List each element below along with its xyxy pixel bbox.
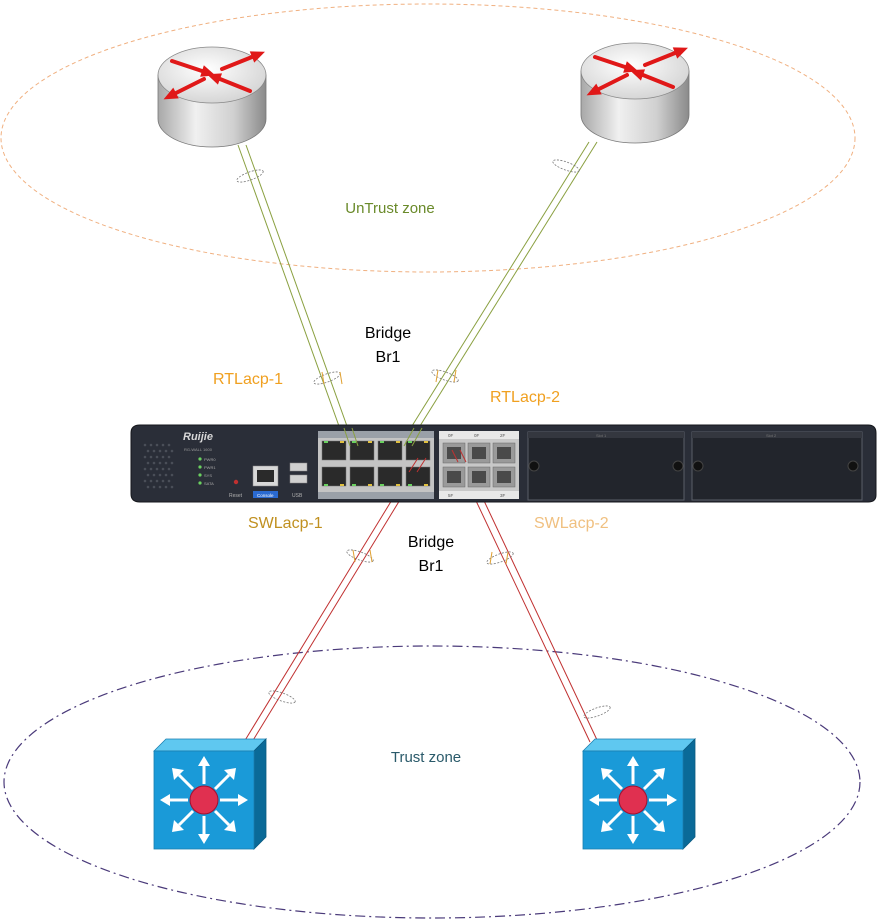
usb-port (289, 462, 308, 472)
reset-label: Reset (229, 493, 243, 499)
status-leds: PWR0 PWR1 SYS SATA (198, 457, 216, 486)
untrust-zone-label: UnTrust zone (345, 200, 434, 217)
usb-port (289, 474, 308, 484)
sfp-top-label: 0F (448, 433, 454, 438)
sfp-port-block (439, 431, 519, 499)
trust-zone-boundary (3, 645, 861, 919)
switch-icon (153, 738, 267, 850)
router-links (237, 141, 598, 443)
led-label: PWR0 (204, 457, 216, 462)
swlacp2-label: SWLacp-2 (534, 515, 609, 532)
lacp-marker-accents (321, 369, 509, 565)
port-link-overlay (343, 427, 467, 473)
console-label-badge (253, 491, 278, 498)
reset-button (233, 479, 239, 485)
slot-label: Slot 1 (596, 433, 607, 438)
bridge-top-label-line1: Bridge (365, 325, 411, 342)
led-label: SATA (204, 481, 214, 486)
sfp-bottom-label: 5F (448, 493, 454, 498)
led-label: PWR1 (204, 465, 216, 470)
rtlacp1-label: RTLacp-1 (213, 371, 283, 388)
bridge-bottom-label-line2: Br1 (419, 558, 444, 575)
bridge-top-label-line2: Br1 (376, 349, 401, 366)
led-label: SYS (204, 473, 212, 478)
router-icon (157, 46, 268, 148)
trust-zone-label: Trust zone (391, 749, 461, 766)
sfp-bottom-label: 3F (500, 493, 506, 498)
device-model: RG-WALL 1600 (184, 447, 213, 452)
router-icon (580, 42, 691, 144)
rtlacp2-label: RTLacp-2 (490, 389, 560, 406)
switch-icon (582, 738, 696, 850)
slot-label: Slot 2 (766, 433, 777, 438)
device-brand: Ruijie (183, 431, 213, 443)
sfp-top-label: 2F (500, 433, 506, 438)
firewall-device: Ruijie RG-WALL 1600 PWR0 PWR1 SYS SATA R… (130, 424, 877, 503)
sfp-top-label: 0F (474, 433, 480, 438)
bridge-bottom-label-line1: Bridge (408, 534, 454, 551)
usb-label: USB (292, 493, 303, 499)
expansion-slot: Slot 2 (691, 431, 863, 501)
untrust-zone-boundary (0, 3, 856, 273)
expansion-slot: Slot 1 (527, 431, 685, 501)
console-label: Console (257, 493, 274, 498)
lacp-bundle-markers (236, 159, 611, 719)
swlacp1-label: SWLacp-1 (248, 515, 323, 532)
